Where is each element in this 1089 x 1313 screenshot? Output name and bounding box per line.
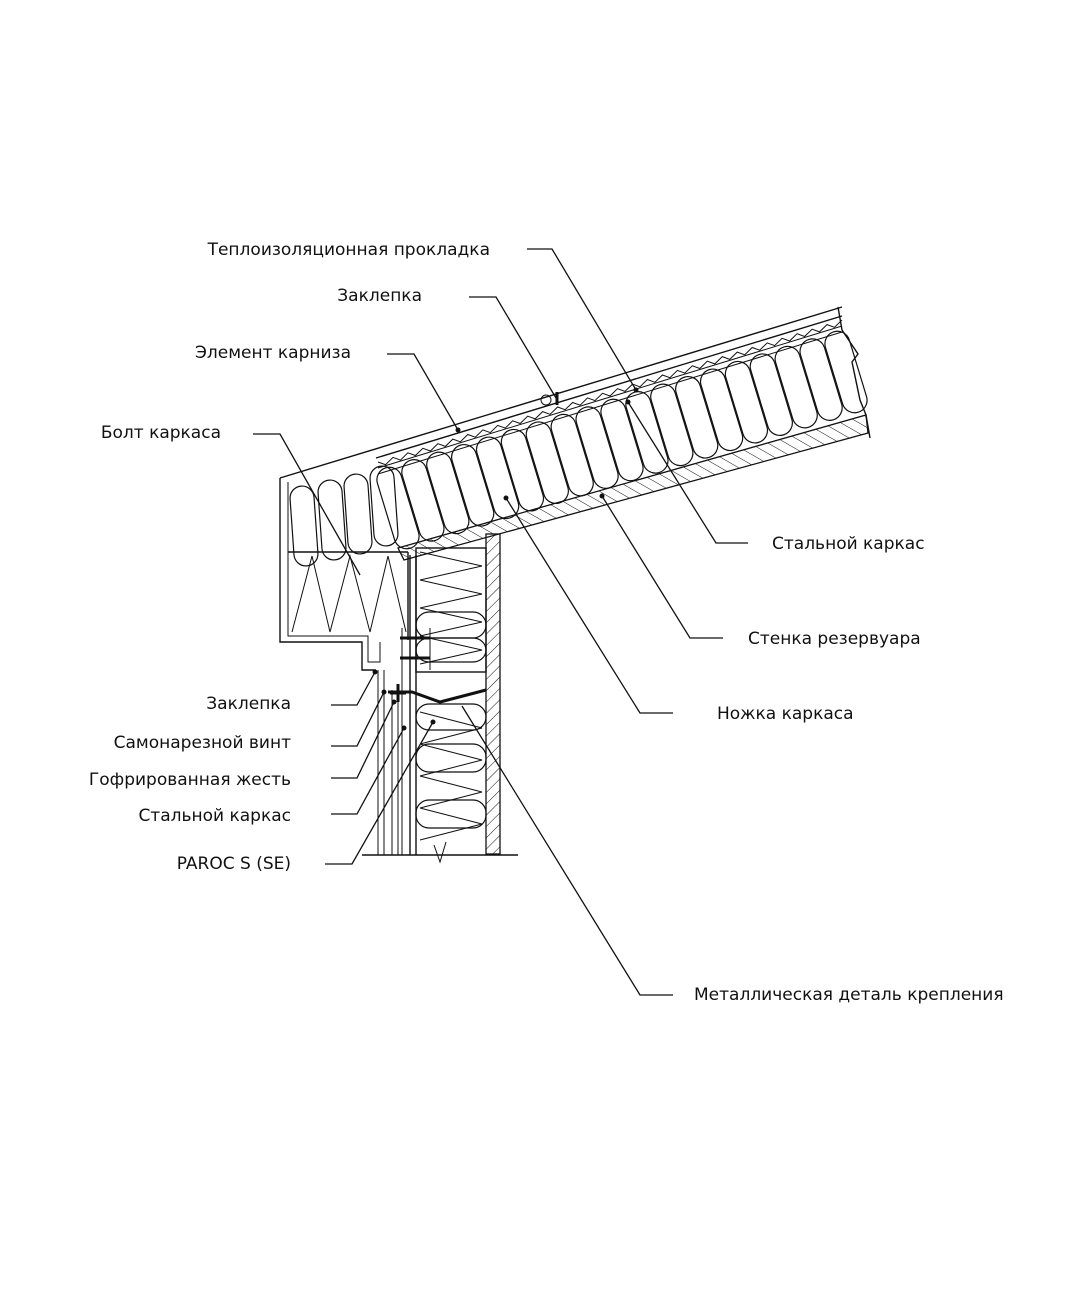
label-steel-frame-left: Стальной каркас [138, 806, 291, 826]
wall-assembly [362, 392, 559, 864]
eave-zigzag-wool [291, 554, 407, 633]
roof-insulation-roll [525, 421, 569, 505]
roof-insulation-roll [724, 360, 769, 444]
rivet-icon [540, 394, 552, 406]
roof-insulation-roll [376, 466, 420, 550]
label-paroc: PAROC S (SE) [177, 854, 291, 874]
wall-zigzag-bottom [419, 711, 483, 841]
leader-eave-element [387, 353, 459, 431]
dot-steel-frame-right [625, 399, 631, 405]
eave-insulation-roll [343, 473, 373, 555]
label-eave-element: Элемент карниза [195, 343, 351, 363]
leader-rivet-bottom [331, 671, 376, 706]
wall-insulation-roll [415, 703, 487, 731]
roof-insulation-roll [500, 428, 545, 512]
roof-insulation-roll [575, 406, 619, 489]
leader-corrugated [331, 701, 395, 779]
label-screw: Самонарезной винт [114, 733, 291, 753]
dot-screw [381, 689, 387, 695]
roof-top-line-4 [377, 331, 843, 475]
roof-insulation-roll [451, 443, 495, 527]
roof-insulation-roll [550, 413, 594, 497]
label-thermal-gasket: Теплоизоляционная прокладка [207, 240, 490, 260]
leader-screw [331, 691, 385, 747]
roof-insulation-roll [749, 353, 793, 437]
leader-steel-frame-left [331, 727, 405, 815]
leader-tank-wall [601, 495, 723, 639]
roof-steel-layer [397, 414, 869, 561]
leader-frame-leg [505, 497, 673, 714]
wall-insulation-roll [415, 799, 487, 829]
roof-insulation-roll [799, 338, 843, 421]
dot-rivet-bottom [372, 669, 378, 675]
wall-insulation-panel [415, 547, 487, 673]
label-rivet-bottom: Заклепка [206, 694, 291, 714]
leader-steel-frame-right [627, 401, 748, 544]
leader-rivet-top [469, 296, 557, 399]
break-mark [433, 841, 447, 864]
dot-steel-frame-left [401, 725, 407, 731]
labels: Теплоизоляционная прокладка Заклепка Эле… [89, 240, 1004, 1005]
label-rivet-top: Заклепка [337, 286, 422, 306]
roof-cut-end [837, 306, 871, 439]
eave-outline [279, 478, 376, 671]
roof-insulation-roll [824, 330, 868, 414]
roof-top-line-3 [377, 325, 843, 469]
dot-eave [455, 427, 461, 433]
dot-thermal [633, 387, 639, 393]
roof-insulation-roll [475, 436, 520, 520]
label-steel-frame-right: Стальной каркас [772, 534, 925, 554]
roof-insulation-roll [625, 391, 669, 474]
eave-insulation-roll [317, 479, 347, 561]
leader-frame-bolt [253, 433, 361, 576]
roof-top-line-2 [375, 315, 843, 459]
roof-top-line-1 [279, 306, 843, 479]
eave-insulation [289, 465, 399, 567]
label-tank-wall: Стенка резервуара [748, 629, 921, 649]
dot-paroc [430, 719, 436, 725]
eave-insulation-roll [289, 485, 319, 567]
leader-thermal-gasket [527, 248, 637, 391]
eave-inner-outline [287, 482, 381, 663]
leader-paroc [325, 721, 434, 865]
label-frame-bolt: Болт каркаса [101, 423, 221, 443]
label-frame-leg: Ножка каркаса [717, 704, 854, 724]
roof-insulation-roll [774, 345, 818, 429]
label-metal-fastener: Металлическая деталь крепления [694, 985, 1004, 1005]
dot-frame-leg [503, 495, 509, 501]
wall-zigzag-top [419, 551, 483, 665]
tank-wall-hatched [485, 533, 501, 855]
dot-tank-wall [599, 493, 605, 499]
roof-insulation-roll [426, 451, 470, 535]
roof-corrugated-band [377, 319, 843, 466]
roof-insulation-roll [600, 398, 644, 482]
label-corrugated: Гофрированная жесть [89, 770, 291, 790]
eave-insulation-roll [369, 465, 399, 547]
dot-corrugated [391, 699, 397, 705]
leader-lines [253, 248, 748, 996]
eave-box [279, 465, 409, 671]
roof-insulation-roll [699, 368, 744, 452]
roof-insulation-roll [675, 375, 719, 459]
wall-insulation-roll [415, 637, 487, 663]
wall-insulation-roll [415, 743, 487, 773]
roof-insulation-roll [650, 383, 694, 467]
roof-insulation-roll [401, 459, 445, 542]
roof-assembly [279, 306, 871, 561]
leader-metal-fastener [461, 705, 673, 996]
